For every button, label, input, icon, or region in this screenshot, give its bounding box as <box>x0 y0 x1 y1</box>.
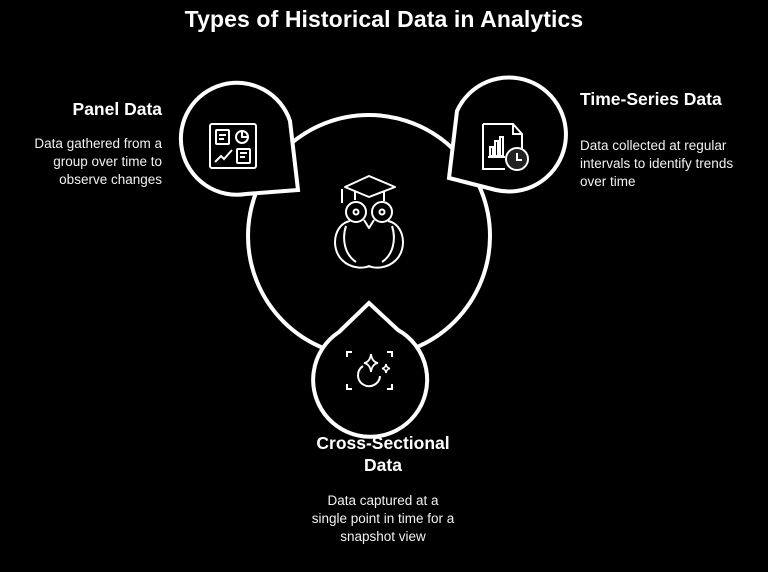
desc-line: Data collected at regular <box>580 138 727 153</box>
cross-sectional-data-title: Cross-Sectional Data <box>250 432 516 476</box>
time-series-data-label: Time-Series Data Data collected at regul… <box>580 88 760 191</box>
time-series-data-title: Time-Series Data <box>580 89 722 109</box>
desc-line: intervals to identify trends <box>580 156 734 171</box>
desc-line: Data captured at a <box>327 493 439 508</box>
panel-data-description: Data gathered from a group over time to … <box>0 135 162 189</box>
panel-data-title: Panel Data <box>72 99 162 119</box>
cross-sectional-node <box>311 300 430 439</box>
desc-line: single point in time for a <box>311 511 455 526</box>
desc-line: over time <box>580 174 636 189</box>
time-series-node <box>446 75 568 194</box>
document-chart-clock-icon <box>482 123 529 171</box>
title-line: Cross-Sectional <box>316 433 450 453</box>
desc-line: Data gathered from a <box>34 136 162 151</box>
panel-node <box>178 80 301 197</box>
desc-line: observe changes <box>59 172 162 187</box>
desc-line: snapshot view <box>340 529 426 544</box>
time-series-teardrop <box>446 75 568 194</box>
dashboard-icon <box>209 123 257 169</box>
cross-sectional-data-label: Cross-Sectional Data Data captured at a … <box>250 432 516 546</box>
time-series-data-description: Data collected at regular intervals to i… <box>580 137 760 191</box>
title-line: Data <box>364 455 402 475</box>
snapshot-sparkle-icon <box>346 351 393 390</box>
owl-graduate-icon <box>334 175 404 269</box>
cross-sectional-data-description: Data captured at a single point in time … <box>250 492 516 546</box>
desc-line: group over time to <box>53 154 162 169</box>
panel-data-label: Panel Data Data gathered from a group ov… <box>0 98 162 189</box>
diagram-title: Types of Historical Data in Analytics <box>184 6 584 32</box>
panel-teardrop <box>178 80 301 197</box>
